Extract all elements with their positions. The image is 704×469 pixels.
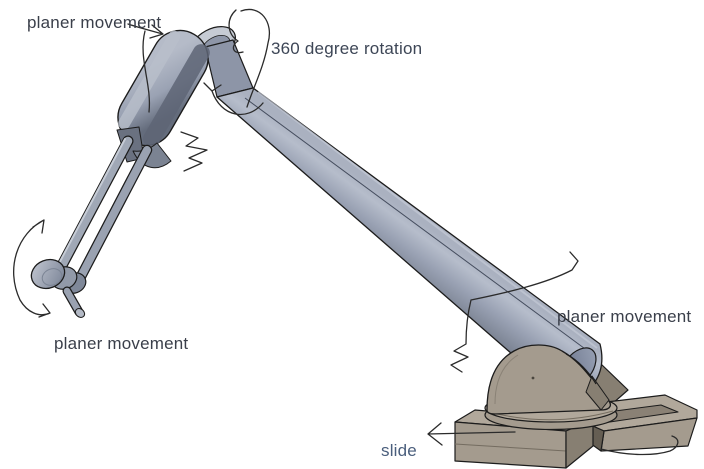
elbow-arc-arrow-icon — [203, 82, 264, 116]
capsule-highlight-band — [118, 30, 181, 130]
arm-highlight-edge — [257, 91, 598, 349]
rod-front — [54, 136, 133, 276]
shoulder-arc-arrow-icon — [450, 251, 579, 373]
capsule-edge-band — [142, 44, 210, 148]
clevis-side-face — [585, 375, 610, 411]
label-base-planer-movement: planer movement — [557, 307, 692, 326]
turntable-arc-line — [488, 410, 614, 421]
rotation-arrow-icon — [228, 8, 270, 108]
clevis-bore-rim — [565, 353, 597, 385]
label-360-degree-rotation: 360 degree rotation — [271, 39, 423, 58]
robot-arm-model — [30, 26, 698, 469]
main-arm-top-face — [204, 39, 254, 98]
wrist-assembly — [30, 258, 87, 318]
rod-front-highlight — [55, 138, 126, 270]
wrist-arc-arrow-icon — [13, 219, 51, 318]
wrist-disc-rim — [41, 268, 63, 286]
end-effector-pin-cap — [74, 308, 86, 318]
slide-curve-arrow-icon — [600, 435, 679, 456]
forearm-rods — [53, 135, 153, 292]
block-seam-line — [454, 443, 567, 452]
clevis-front-face — [486, 344, 612, 415]
base-clevis-mount — [486, 344, 612, 415]
arm-shading-edge — [244, 97, 593, 355]
rod-rear — [72, 146, 151, 290]
sketch-annotations — [13, 8, 679, 456]
label-slide: slide — [381, 441, 417, 460]
clevis-center-dot — [531, 376, 535, 380]
wrist-disc — [30, 258, 66, 290]
main-arm-link — [204, 39, 603, 397]
label-wrist-planer-movement: planer movement — [54, 334, 189, 353]
slide-arrow-icon — [427, 422, 516, 446]
elbow-zigzag-icon — [180, 131, 208, 172]
upper-joint-leader-arrow-icon — [127, 23, 164, 113]
label-upper-joint-planer-movement: planer movement — [27, 13, 162, 32]
clevis-inner-line — [494, 354, 519, 405]
